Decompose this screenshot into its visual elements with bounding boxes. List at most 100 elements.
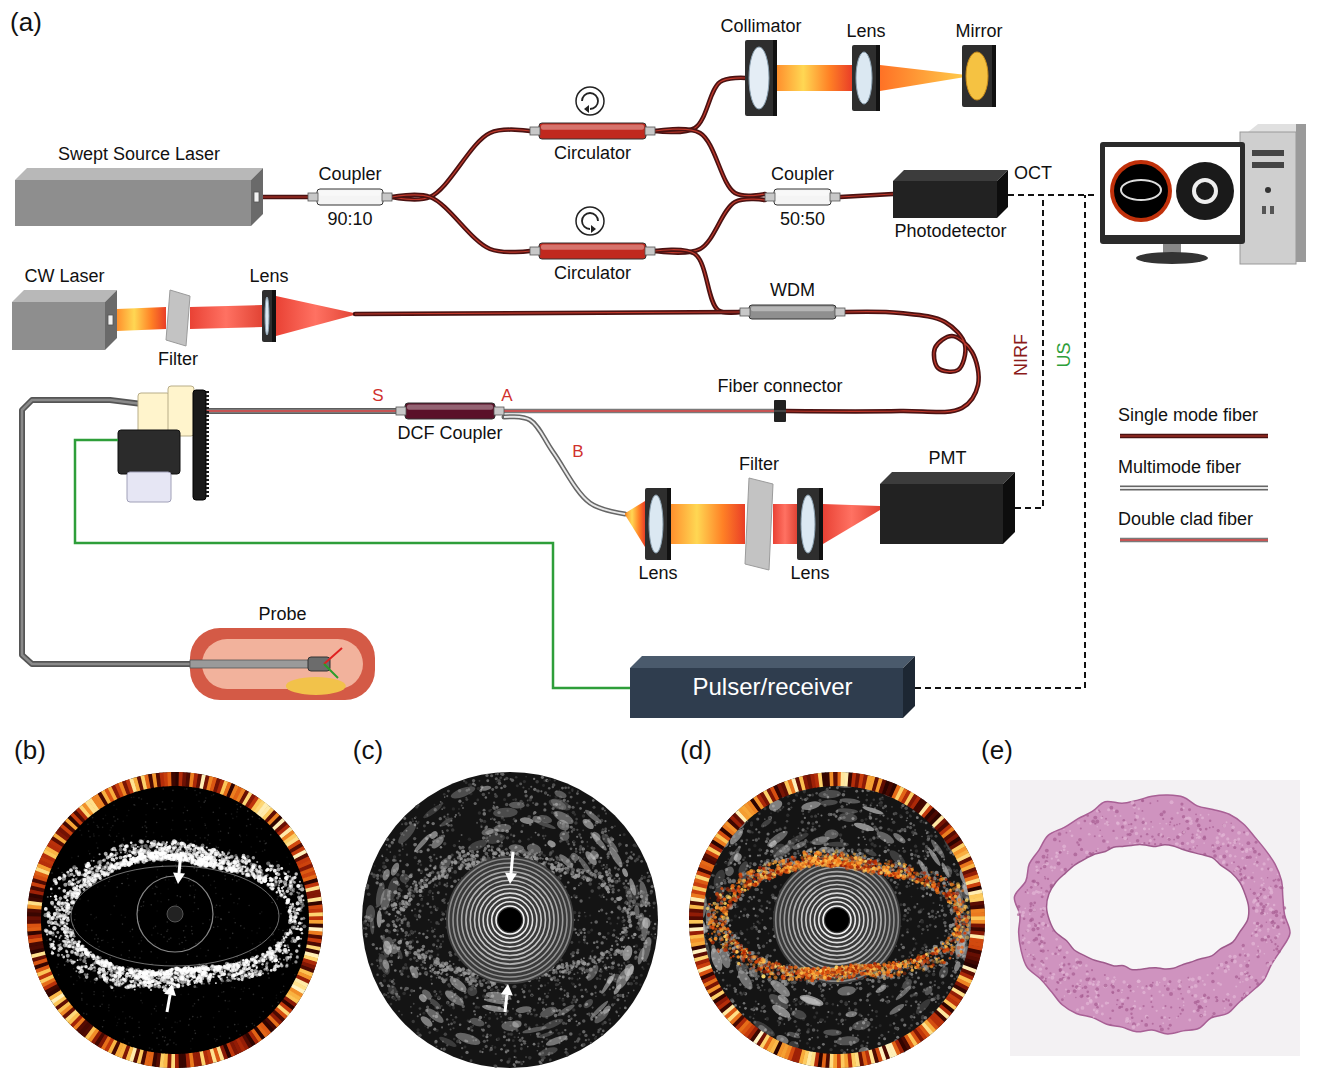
speckle xyxy=(276,995,278,997)
speckle xyxy=(259,927,261,929)
speckle xyxy=(236,947,238,949)
speckle xyxy=(294,974,296,976)
speckle xyxy=(218,995,220,997)
speckle xyxy=(183,812,185,814)
circulator-symbol xyxy=(576,87,604,115)
tissue-speckle xyxy=(276,867,280,871)
tissue-speckle xyxy=(278,961,280,963)
speckle xyxy=(270,939,272,941)
speckle xyxy=(70,976,72,978)
speckle xyxy=(184,806,186,808)
tissue-speckle xyxy=(288,949,290,951)
speckle xyxy=(156,910,158,912)
joint-block xyxy=(138,393,170,433)
tissue-speckle xyxy=(187,981,190,984)
speckle xyxy=(290,959,292,961)
speckle xyxy=(88,942,90,944)
tissue-speckle xyxy=(99,853,101,855)
speckle xyxy=(140,992,142,994)
speckle xyxy=(167,929,169,931)
speckle xyxy=(219,939,221,941)
speckle xyxy=(227,1001,229,1003)
speckle xyxy=(85,930,87,932)
speckle xyxy=(158,1023,160,1025)
speckle xyxy=(220,830,222,832)
speckle xyxy=(232,879,234,881)
speckle xyxy=(94,938,96,940)
tissue-speckle xyxy=(301,932,303,934)
drive-slot xyxy=(1252,162,1284,168)
speckle xyxy=(194,1003,196,1005)
tissue-speckle xyxy=(283,959,285,961)
speckle xyxy=(198,999,200,1001)
tissue-speckle xyxy=(66,954,70,958)
speckle xyxy=(109,878,111,880)
speckle xyxy=(209,843,211,845)
speckle xyxy=(202,923,204,925)
speckle xyxy=(106,930,108,932)
tissue-speckle xyxy=(58,887,60,889)
speckle xyxy=(203,996,205,998)
speckle xyxy=(215,1040,217,1042)
speckle xyxy=(114,841,116,843)
speckle xyxy=(149,1047,151,1049)
speckle xyxy=(213,1026,215,1028)
speckle xyxy=(142,826,144,828)
speckle xyxy=(252,816,254,818)
tissue-speckle xyxy=(301,894,304,897)
speckle xyxy=(113,905,115,907)
speckle xyxy=(200,948,202,950)
speckle xyxy=(143,901,145,903)
speckle xyxy=(170,937,172,939)
speckle xyxy=(125,1031,127,1033)
speckle xyxy=(229,1000,231,1002)
speckle xyxy=(239,1034,241,1036)
speckle xyxy=(228,832,230,834)
speckle xyxy=(213,812,215,814)
speckle xyxy=(213,1017,215,1019)
speckle xyxy=(246,1026,248,1028)
speckle xyxy=(169,1039,171,1041)
speckle xyxy=(155,926,157,928)
speckle xyxy=(109,829,111,831)
speckle xyxy=(110,914,112,916)
speckle xyxy=(256,828,258,830)
tissue-speckle xyxy=(134,844,137,847)
tissue-speckle xyxy=(69,868,73,872)
speckle xyxy=(132,936,134,938)
speckle xyxy=(128,1042,130,1044)
speckle xyxy=(113,816,115,818)
speckle xyxy=(272,1005,274,1007)
speckle xyxy=(88,830,90,832)
speckle xyxy=(247,819,249,821)
tissue-speckle xyxy=(109,979,112,982)
speckle xyxy=(184,788,186,790)
speckle xyxy=(225,813,227,815)
speckle xyxy=(151,934,153,936)
speckle xyxy=(200,1016,202,1018)
speckle xyxy=(103,995,105,997)
speckle xyxy=(117,1022,119,1024)
speckle xyxy=(231,813,233,815)
speckle xyxy=(224,875,226,877)
speckle xyxy=(134,805,136,807)
speckle xyxy=(87,900,89,902)
tissue-speckle xyxy=(279,958,281,960)
speckle xyxy=(172,820,174,822)
tissue-speckle xyxy=(289,876,291,878)
speckle xyxy=(108,1007,110,1009)
speckle xyxy=(192,933,194,935)
speckle xyxy=(118,833,120,835)
speckle xyxy=(46,940,48,942)
tissue-speckle xyxy=(107,971,109,973)
speckle xyxy=(146,803,148,805)
speckle xyxy=(133,796,135,798)
speckle xyxy=(125,1017,127,1019)
speckle xyxy=(139,1034,141,1036)
speckle xyxy=(58,974,60,976)
speckle xyxy=(126,815,128,817)
speckle xyxy=(171,1027,173,1029)
speckle xyxy=(83,1013,85,1015)
speckle xyxy=(109,957,111,959)
speckle xyxy=(138,797,140,799)
